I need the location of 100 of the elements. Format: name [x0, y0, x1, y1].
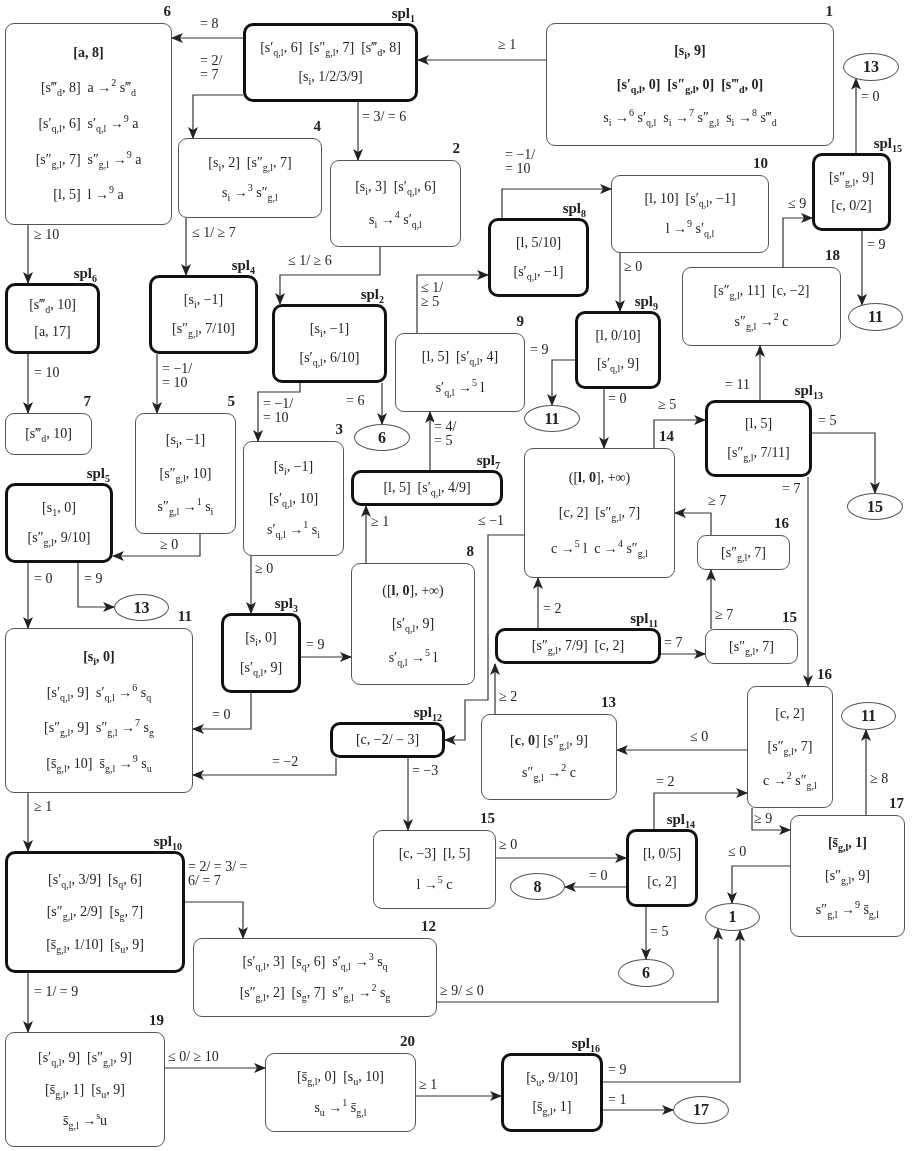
arrow	[192, 757, 337, 780]
state-entry: c →$^{5}$ l c →$^{4}$ s″$_{g,l}$	[551, 540, 648, 557]
node-number: spl$_{7}$	[476, 453, 500, 473]
node-number: spl$_{16}$	[571, 1036, 600, 1056]
state-entry: [s$_{i}$, −1]	[183, 292, 224, 308]
state-entry: [s$_{i}$, 0]	[245, 630, 277, 647]
node-number: 2	[452, 141, 460, 158]
edge-label: = 8	[200, 17, 219, 31]
node-number: spl$_{1}$	[391, 6, 415, 26]
edge-label: = 10	[34, 366, 60, 380]
state-entry: s′$_{q,l}$ →$^{5}$ l	[435, 379, 485, 396]
edge-label: = 0	[589, 869, 608, 883]
state-entry: [c, 2]	[775, 705, 805, 722]
state-entry: [s″$_{g,l}$, 9]	[825, 868, 870, 884]
state-entry: s′$_{q,l}$ →$^{1}$ s$_{i}$	[267, 522, 320, 539]
arrow	[547, 359, 576, 406]
edge-label: ≥ 8	[870, 772, 889, 786]
edge-label: ≥ 1	[498, 38, 517, 52]
arrow	[782, 213, 813, 268]
state-entry: [s$_{i}$, 1/2/3/9]	[298, 69, 363, 85]
arrow	[641, 906, 651, 960]
state-entry: [s$_{i}$, 2] [s″$_{g,l}$, 7]	[208, 154, 292, 171]
node-number: 20	[400, 1034, 415, 1051]
edge-label: = 9	[530, 343, 549, 357]
state-entry: [l, 5]	[744, 416, 773, 433]
edge-label: = 1	[608, 1093, 627, 1107]
node-label: 11	[860, 708, 877, 724]
node-label: 1	[728, 909, 737, 925]
arrow	[77, 562, 115, 612]
edge-label: ≥ 9	[754, 812, 773, 826]
node-number: 7	[83, 394, 91, 411]
node-number: 16	[817, 667, 832, 684]
node-label: 11	[867, 309, 884, 325]
edge-label: = 2/ = 3/ = 6/ = 7	[188, 860, 250, 888]
state-entry: [s̄$_{g,l}$, 1] [s$_{u}$, 9]	[45, 1081, 125, 1098]
state-entry: [l, 0/5]	[642, 845, 682, 862]
arrow	[23, 224, 33, 284]
state-entry: [s″$_{g,l}$, 7] s″$_{g,l}$ →$^{9}$ a	[35, 151, 142, 168]
state-entry: s$_{i}$ →$^{6}$ s′$_{q,l}$ s$_{i}$ →$^{7}$ s″$_{g,l}$ s$_{i}$ →$^{8}$ s‴$_{d}$	[603, 110, 777, 127]
edge-label: = 3/ = 6	[362, 110, 407, 124]
edge-label: ≥ 1	[34, 800, 53, 814]
state-entry: [s″$_{g,l}$, 7]	[721, 544, 766, 561]
node-number: 6	[163, 4, 171, 21]
node-number: 8	[466, 544, 474, 561]
arrow	[23, 353, 33, 414]
state-entry: [l, 5] [s′$_{q,l}$, 4]	[421, 349, 499, 366]
arrow	[615, 252, 625, 312]
state-entry: [s″$_{g,l}$, 9] s″$_{g,l}$ →$^{7}$ s$_{g}$	[44, 720, 154, 737]
state-entry: [s″$_{g,l}$, 9/10]	[27, 529, 91, 546]
node-number: spl$_{4}$	[231, 258, 255, 278]
node-number: 10	[753, 156, 768, 173]
arrow	[152, 353, 162, 414]
state-entry: [s′$_{q,l}$, 3] [s$_{q}$, 6] s′$_{q,l}$ →$^{3}$ s$_{q}$	[242, 954, 388, 971]
reference-ellipse	[673, 1096, 729, 1124]
arrow	[660, 649, 706, 659]
arrow	[171, 33, 244, 43]
arrow	[23, 972, 33, 1033]
arrow	[181, 217, 191, 276]
state-entry: [s$_{i}$, 9]	[674, 42, 706, 59]
node-number: spl$_{8}$	[562, 201, 586, 221]
node-number: spl$_{14}$	[666, 812, 695, 832]
arrow	[377, 382, 387, 425]
edge-label: = 0	[608, 392, 627, 406]
edge-label: = 0	[861, 90, 880, 104]
state-entry: [s′$_{q,l}$, 9] [s″$_{g,l}$, 9]	[38, 1049, 132, 1066]
arrow	[23, 562, 33, 629]
state-entry: [s$_{i}$, −1]	[165, 432, 206, 449]
state-entry: [s$_{1}$, 0]	[42, 500, 76, 517]
state-entry: s″$_{g,l}$ →$^{2}$ c	[734, 313, 789, 330]
edge-label: = 7	[782, 482, 801, 496]
edge-label: ≤ 1/ ≥ 6	[288, 254, 332, 268]
node-number: spl$_{5}$	[86, 466, 110, 486]
node-number: 5	[227, 394, 235, 411]
arrow	[495, 853, 627, 863]
node-number: 1	[825, 4, 833, 21]
node-number: spl$_{12}$	[413, 705, 442, 725]
reference-ellipse	[848, 303, 903, 331]
node-label: 17	[693, 1102, 709, 1118]
state-entry: [s′$_{q,l}$, 10]	[268, 490, 319, 507]
state-entry: [s‴$_{d}$, 10]	[29, 297, 76, 314]
state-entry: [s′$_{q,l}$, 9] s′$_{q,l}$ →$^{6}$ s$_{q}$	[46, 684, 152, 701]
state-entry: s″$_{g,l}$ →$^{2}$ c	[522, 765, 576, 782]
node-label: 11	[544, 410, 560, 427]
state-entry: [s″$_{g,l}$, 9]	[829, 169, 874, 186]
arrow	[403, 757, 413, 831]
arrow	[751, 807, 791, 835]
arrow	[602, 929, 745, 1083]
arrow	[674, 508, 712, 536]
node-number: 4	[313, 119, 321, 136]
state-entry: [s′$_{q,l}$, 6] [s″$_{g,l}$, 7] [s‴$_{d}$, 8]	[260, 40, 401, 56]
state-entry: l →$^{5}$ c	[416, 876, 453, 893]
reference-ellipse	[847, 493, 903, 520]
arrow	[599, 388, 609, 449]
edge-label: = 7	[664, 636, 683, 650]
reference-ellipse	[843, 53, 899, 81]
edge-label: = −3	[412, 764, 439, 778]
state-entry: [s$_{i}$, −1]	[309, 321, 350, 337]
node-number: 3	[335, 422, 343, 439]
node-number: spl$_{2}$	[360, 287, 384, 307]
state-entry: [a, 17]	[34, 323, 71, 340]
